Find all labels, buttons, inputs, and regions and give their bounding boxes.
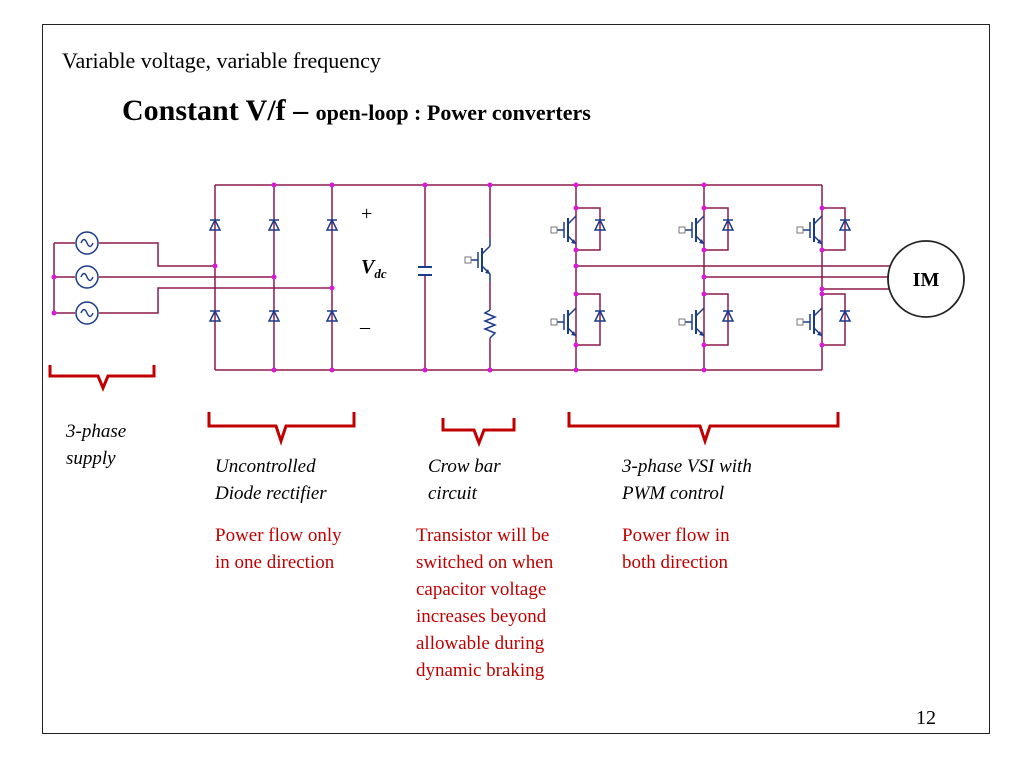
vdc-subscript: dc bbox=[374, 266, 387, 281]
slide-frame bbox=[42, 24, 990, 734]
title-sub: open-loop : Power converters bbox=[315, 100, 591, 125]
page-number: 12 bbox=[916, 707, 936, 729]
section-brackets bbox=[48, 365, 840, 448]
title-main: Constant V/f – bbox=[122, 94, 316, 127]
ac-source bbox=[75, 231, 99, 255]
ac-source bbox=[75, 301, 99, 325]
induction-motor bbox=[887, 240, 965, 318]
crowbar-resistor bbox=[482, 309, 498, 339]
ac-source bbox=[75, 265, 99, 289]
crowbar-transistor bbox=[464, 238, 491, 282]
inverter-igbt bbox=[550, 215, 823, 337]
dc-link-capacitor bbox=[418, 266, 432, 276]
plus-sign: + bbox=[361, 203, 372, 225]
minus-sign: – bbox=[359, 316, 371, 338]
slide-subtitle: Variable voltage, variable frequency bbox=[62, 48, 381, 73]
slide-title: Constant V/f – open-loop : Power convert… bbox=[122, 94, 591, 128]
motor-label: IM bbox=[913, 269, 940, 291]
vdc-label: Vdc bbox=[361, 256, 387, 281]
circuit-node bbox=[51, 182, 825, 373]
freewheel-diode bbox=[594, 219, 851, 322]
vdc-main: V bbox=[361, 256, 376, 278]
